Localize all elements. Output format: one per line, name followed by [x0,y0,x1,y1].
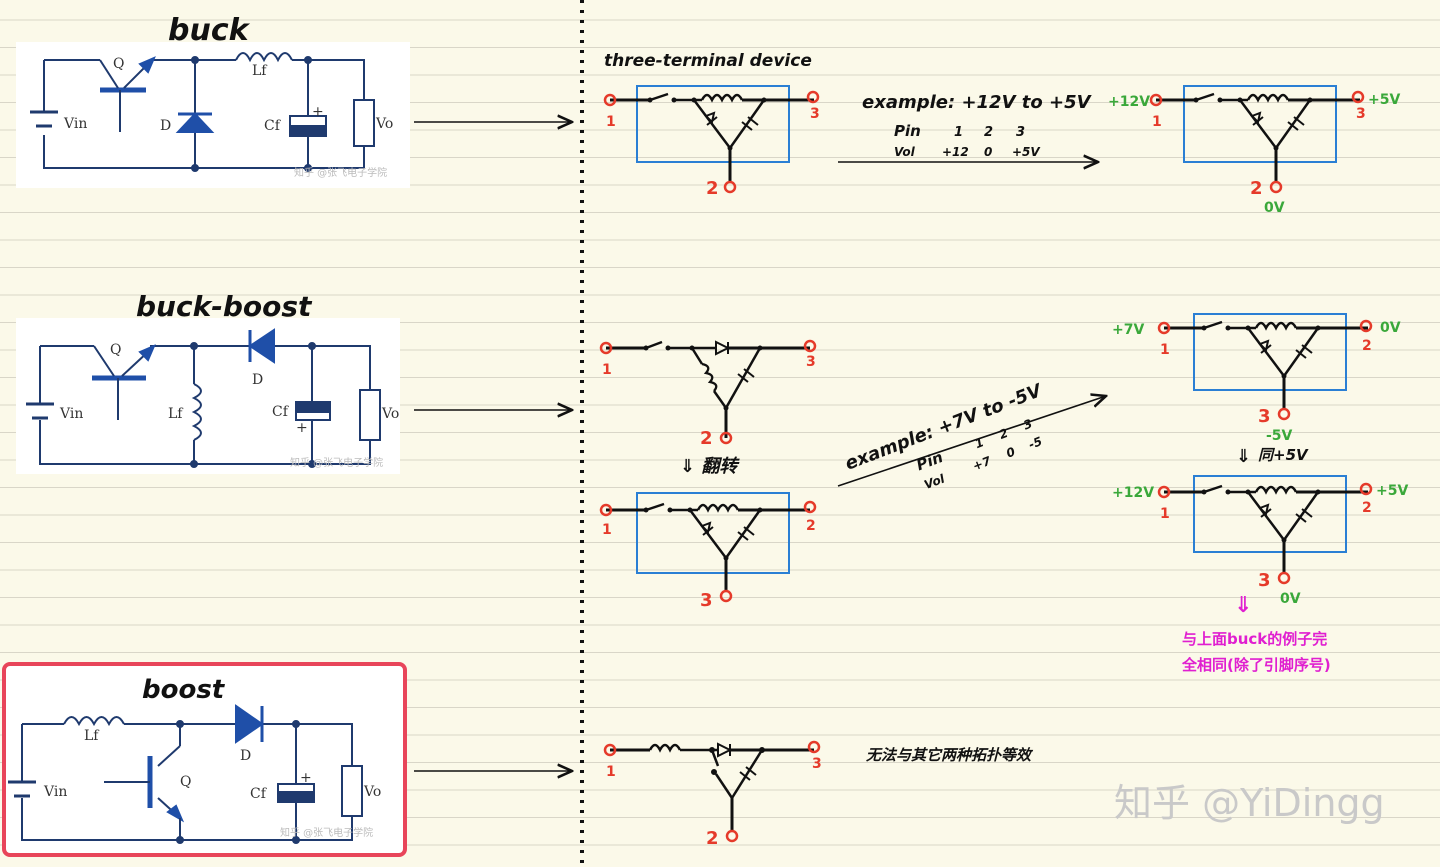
boost-label-lf: Lf [84,728,100,744]
buckboost-watermark: 知乎 @张飞电子学院 [290,456,383,469]
boost-highlight-frame [2,662,407,857]
buck-table-vol1: +12 [942,145,969,159]
right-bb-top-device [1157,313,1373,421]
right-bb-bottom-device [1157,475,1373,585]
right-bbb-vout: +5V [1376,483,1408,499]
mid-bbf-pin3: 3 [700,590,713,611]
right-bbb-vin: +12V [1112,485,1154,501]
buck-table-pin1: 1 [954,125,963,140]
buck-title: buck [168,13,251,48]
mid-boost-pin2: 2 [706,828,719,849]
buckboost-label-vin: Vin [59,406,83,422]
right-bbb-pin1: 1 [1160,506,1170,522]
note-line-2: 全相同(除了引脚序号) [1181,656,1331,674]
right-bbb-pin2: 2 [1362,500,1372,516]
boost-label-vin: Vin [43,784,67,800]
buckboost-label-d: D [252,372,263,388]
buck-watermark: 知乎 @张飞电子学院 [294,166,387,179]
buck-boost-section: buck-boost Q D Lf Vi [16,290,572,474]
buckboost-label-vo: Vo [381,406,399,422]
flip-label: ⇓ 翻转 [680,456,740,477]
bb-table-vol1: +7 [971,454,994,474]
buck-cap-plus: + [312,104,324,120]
buck-table-vol2: 0 [984,145,992,159]
mid-boost-device [603,740,821,843]
buck-table-pin3: 3 [1016,125,1025,140]
note-line-1: 与上面buck的例子完 [1182,630,1327,648]
mid-bb-device-flipped: 1 2 3 [599,492,817,611]
buck-label-lf: Lf [252,63,268,79]
right-buck-pin2: 2 [1250,178,1263,199]
mid-bb-pin1: 1 [602,362,612,378]
bb-table-vol3: -5 [1027,434,1044,452]
boost-label-q: Q [180,774,191,790]
right-bbt-vin: +7V [1112,322,1144,338]
right-buck-pin3: 3 [1356,106,1366,122]
boost-watermark: 知乎 @张飞电子学院 [280,826,373,839]
buck-label-q: Q [113,56,124,72]
mid-buck-pin3: 3 [810,106,820,122]
right-buck-vgnd: 0V [1264,200,1285,216]
buck-label-d: D [160,118,171,134]
boost-schematic [8,704,363,844]
buck-label-cf: Cf [264,118,282,134]
buckboost-cap-plus: + [296,420,308,436]
note-arrow-icon: ⇓ [1234,593,1252,618]
mid-boost-pin1: 1 [606,764,616,780]
right-bbt-pin1: 1 [1160,342,1170,358]
buck-section: buck Q Lf Vin D [16,13,572,188]
buckboost-label-cf: Cf [272,404,290,420]
shift-arrow-icon: ⇓ [1236,446,1251,467]
buckboost-label-q: Q [110,342,121,358]
zhihu-watermark: 知乎 @YiDingg [1114,781,1385,825]
right-buck-pin1: 1 [1152,114,1162,130]
mid-bb-pin3: 3 [806,354,816,370]
buckboost-schematic [26,328,381,468]
mid-boost-pin3: 3 [812,756,822,772]
right-bbt-pin2: 2 [1362,338,1372,354]
mid-bbf-pin2: 2 [806,518,816,534]
buckboost-title: buck-boost [136,290,313,323]
mid-buck-device: 1 3 2 [603,85,820,199]
buck-table-vol-label: Vol [894,145,916,159]
three-terminal-heading: three-terminal device [604,51,812,71]
mid-buck-pin1: 1 [606,114,616,130]
buck-table-pin2: 2 [984,125,993,140]
right-bbt-vbottom: -5V [1266,428,1293,444]
bb-table-vol-label: Vol [922,471,947,492]
right-bbb-vbottom: 0V [1280,591,1301,607]
buck-schematic-bg [16,42,410,188]
buckboost-label-lf: Lf [168,406,184,422]
boost-label-vo: Vo [363,784,381,800]
right-buck-device [1149,85,1365,194]
boost-label-cf: Cf [250,786,268,802]
buck-table-pin-label: Pin [894,122,921,140]
boost-label-d: D [240,748,251,764]
mid-bb-device-original: 1 3 2 [599,339,817,449]
buck-label-vin: Vin [63,116,87,132]
right-bbt-pin3: 3 [1258,406,1271,427]
buckboost-schematic-bg [16,318,400,474]
shift-label: 同+5V [1258,446,1309,464]
mid-buck-pin2: 2 [706,178,719,199]
mid-bbf-pin1: 1 [602,522,612,538]
buck-example-title: example: +12V to +5V [862,92,1093,113]
buck-label-vo: Vo [375,116,393,132]
right-bbb-pin3: 3 [1258,570,1271,591]
bb-table-vol2: 0 [1004,444,1017,460]
buck-schematic [30,52,375,172]
right-buck-vout: +5V [1368,92,1400,108]
boost-cap-plus: + [300,770,312,786]
boost-section: boost Lf D Vin Q [2,662,572,857]
boost-title: boost [142,675,226,705]
buck-table-vol3: +5V [1012,145,1041,159]
right-buck-vin: +12V [1108,94,1150,110]
bb-example-arrow [837,396,1106,487]
boost-note: 无法与其它两种拓扑等效 [865,746,1034,764]
right-bbt-vout: 0V [1380,320,1401,336]
mid-bb-pin2: 2 [700,428,713,449]
